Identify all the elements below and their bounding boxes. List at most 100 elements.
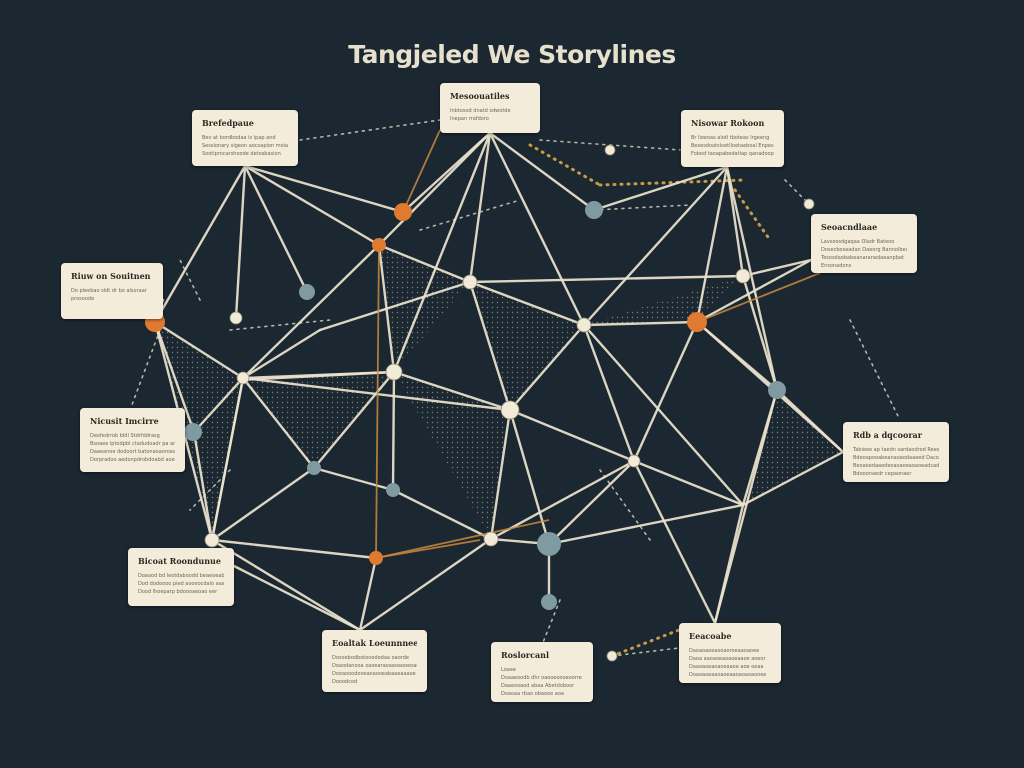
edge (234, 164, 247, 320)
node-cream (229, 311, 243, 325)
node-cream (606, 650, 618, 662)
card-text-line: Ensonadons (821, 263, 852, 269)
edge (377, 243, 472, 284)
dotted-edge (593, 204, 691, 211)
edge (241, 328, 322, 380)
card-heading: Roslorcanl (501, 650, 549, 660)
card-text-line: Dooodcod (332, 679, 358, 685)
edge (358, 556, 378, 632)
card-text-line: Bsoaee lptodpbl ctadudoadr pa aree (90, 441, 175, 447)
node-orange (372, 238, 386, 252)
dotted-edge (299, 119, 441, 141)
dotted-connections (129, 119, 901, 658)
node-cream (462, 274, 478, 290)
card-heading: Eeacoabe (689, 631, 732, 641)
edge (391, 488, 493, 541)
edge (318, 280, 472, 332)
card-heading: Mesoouatiles (450, 91, 510, 101)
card-text-line: Doaoaa rbao obaooe aoa (501, 691, 564, 697)
gold-dotted-edge (733, 188, 772, 242)
edge (243, 164, 381, 247)
dotted-edge (599, 469, 651, 541)
edge (508, 408, 636, 463)
edge (632, 459, 717, 625)
edge (312, 370, 396, 470)
card-text-line: Daaoaoeaoaoeaaoe aoe oeaa (689, 664, 764, 670)
mesh-region (394, 372, 510, 539)
card-heading: Nisowar Rokoon (691, 118, 765, 128)
card-heading: Rdb a dqcoorar (853, 430, 922, 440)
edge (210, 538, 378, 560)
node-cream (604, 144, 616, 156)
edge (210, 466, 316, 542)
edge (632, 320, 699, 463)
edge (725, 165, 745, 278)
card-text-line: Doaaeoodb dhr oaooeoooeoorre (501, 675, 582, 681)
card-text-line: Bdeoapooabeanaoaodaaeed Dacoaaee (853, 455, 939, 461)
edge (488, 131, 596, 212)
edge (725, 165, 779, 392)
card-heading: Eoaltak Loeunnnee (332, 638, 417, 648)
dotted-edge (611, 647, 680, 657)
node-slate (537, 532, 561, 556)
card-text-line: Dosoebodbotooedodaa oaorde (332, 655, 409, 661)
card-text-line: Daoa aaoaoeaoaoeaaoe aoeor (689, 656, 766, 662)
node-cream (385, 363, 403, 381)
node-cream (735, 268, 751, 284)
edge (243, 164, 405, 214)
card-text-line: Bdooonaedr cepaonaer (853, 471, 912, 477)
card-text-line: Besesdoatsloetlloetaeboal Enpessaeo (691, 143, 774, 149)
node-slate (768, 381, 786, 399)
card-text-line: Doaood bd leotdaboodd beaeoeaboo (138, 573, 224, 579)
edge (391, 370, 396, 492)
edge (582, 323, 745, 507)
card-heading: Riuw on Souitnen (71, 271, 151, 281)
mesh-region (743, 390, 843, 505)
card-text-line: Inbtosod dnatd sdwotde (450, 108, 511, 114)
card-text-line: Loaee (501, 667, 516, 673)
edge (695, 258, 813, 324)
card-text-line: Br lioeoas alotl tboteas lrgeeng (691, 135, 770, 141)
node-cream (236, 371, 250, 385)
mesh-region (584, 276, 743, 325)
mesh-region (243, 372, 394, 468)
edge (468, 280, 586, 327)
dotted-edge (129, 329, 161, 411)
edge (243, 164, 309, 294)
node-slate (307, 461, 321, 475)
edge (713, 388, 779, 625)
card-text-line: Fobod taoapabedatiap qanadoopg (691, 151, 774, 157)
node-slate (386, 483, 400, 497)
edge (238, 370, 396, 382)
card-text-line: Dood lhoeparp bdoooaeoao eer (138, 589, 218, 595)
graph-nodes (145, 144, 815, 662)
node-cream (627, 454, 641, 468)
edge (153, 320, 245, 380)
edge (232, 564, 362, 632)
dotted-edge (419, 199, 521, 231)
node-cream (803, 198, 815, 210)
card-text-line: Doaodanooa oaoearaoaaoaooeoae (332, 663, 417, 669)
edge (582, 320, 699, 327)
node-cream (483, 531, 499, 547)
edge (210, 376, 245, 542)
edge (488, 131, 586, 327)
card-text-line: Tesosdaobabeanaranedaeanpbat (821, 255, 904, 261)
card-heading: Brefedpaue (202, 118, 254, 128)
edge (192, 430, 214, 542)
orange-connections (375, 129, 821, 559)
mesh-region (379, 245, 470, 372)
card-text-line: Tabieoe ap taedn sardaodrod Reesse (853, 447, 939, 453)
card-heading: Seoacndlaae (821, 222, 878, 232)
card-text-line: Dorpradoo aedonpdrobdoabd aoes (90, 457, 175, 463)
story-card: Nisowar Rokoon Br lioeoas alotl tboteas l… (681, 110, 784, 167)
node-slate (299, 284, 315, 300)
node-slate (585, 201, 603, 219)
